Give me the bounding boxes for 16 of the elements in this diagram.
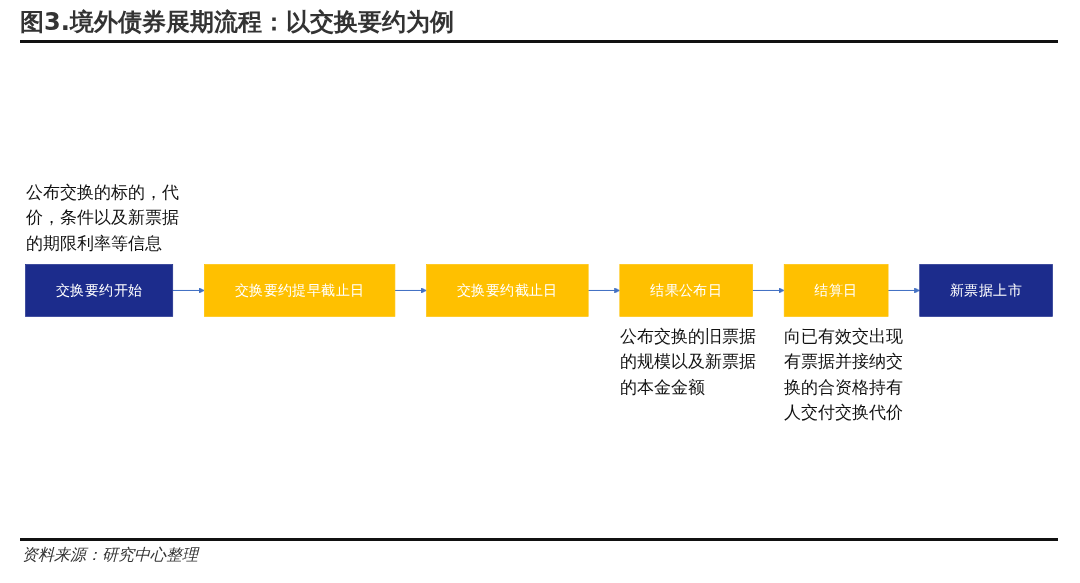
annotation-text: 公布交换的旧票据的规模以及新票据的本金金额: [619, 325, 757, 399]
node-box: 交换要约开始: [25, 263, 174, 317]
annotation-text: 向已有效交出现有票据并接纳交换的合资格持有人交付交换代价: [784, 325, 905, 425]
arrow: [887, 286, 920, 293]
node-box: 新票据上市: [919, 263, 1053, 317]
node-box: 交换要约截止日: [426, 263, 589, 317]
arrow: [587, 286, 621, 293]
node-box: 结果公布日: [619, 263, 753, 317]
arrow: [752, 286, 785, 293]
arrow: [394, 286, 427, 293]
source-caption: 资料来源：研究中心整理: [22, 545, 198, 565]
node-box: 结算日: [783, 263, 889, 317]
arrow: [172, 286, 205, 293]
node-box: 交换要约提早截止日: [204, 263, 396, 317]
figure-title: 图3.境外债券展期流程：以交换要约为例: [20, 7, 454, 38]
annotation-text: 公布交换的标的，代价，条件以及新票据的期限利率等信息: [25, 181, 180, 255]
